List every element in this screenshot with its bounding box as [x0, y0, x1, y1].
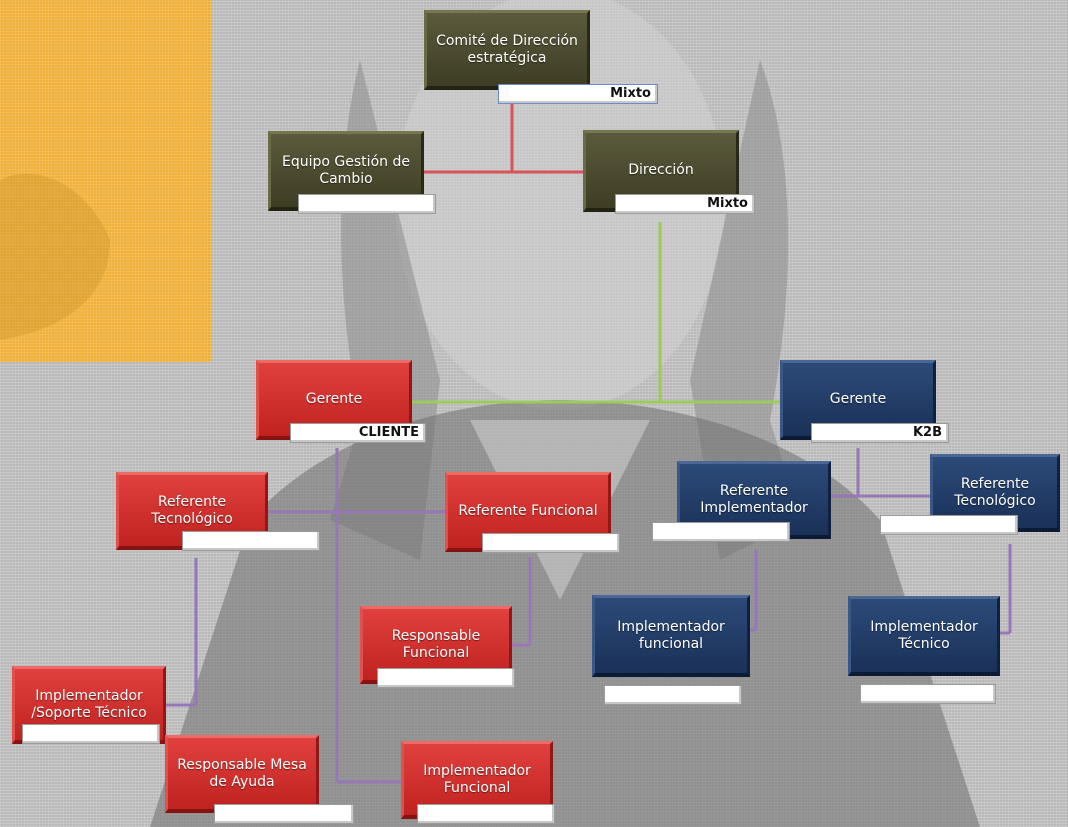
tag-direccion: Mixto [615, 194, 755, 214]
node-implementador-funcional-k2b: Implementador funcional [592, 595, 750, 677]
node-label: Gerente [829, 391, 887, 407]
node-label: Referente Tecnológico [954, 475, 1036, 509]
tag-impl-soporte [22, 724, 160, 744]
node-comite-direccion: Comité de Dirección estratégica [424, 10, 590, 90]
node-label: Equipo Gestión de Cambio [282, 153, 410, 187]
tag-resp-mesa [214, 804, 354, 824]
tag-ref-impl-k2b [652, 522, 790, 542]
node-label: Implementador Funcional [423, 762, 531, 796]
node-label: Gerente [305, 391, 363, 407]
tag-impl-func-cliente [417, 804, 555, 824]
node-responsable-mesa-ayuda: Responsable Mesa de Ayuda [165, 735, 319, 813]
tag-equipo-gestion [298, 194, 436, 214]
tag-comite: Mixto [498, 84, 658, 104]
node-label: Comité de Dirección estratégica [436, 32, 578, 66]
tag-impl-tec-k2b [860, 684, 996, 704]
node-label: Implementador funcional [617, 618, 725, 652]
orange-accent-panel [0, 0, 211, 362]
tag-impl-func-k2b [604, 685, 742, 705]
tag-gerente-k2b: K2B [811, 423, 949, 443]
node-implementador-tecnico-k2b: Implementador Técnico [848, 596, 1000, 676]
node-label: Dirección [628, 162, 694, 178]
node-label: Responsable Mesa de Ayuda [177, 756, 307, 790]
node-label: Responsable Funcional [391, 627, 481, 661]
node-label: Referente Tecnológico [151, 493, 233, 527]
tag-ref-tec-cliente [182, 531, 320, 551]
node-label: Referente Funcional [458, 503, 598, 519]
node-label: Referente Implementador [700, 482, 808, 516]
tag-gerente-cliente: CLIENTE [290, 423, 426, 443]
node-label: Implementador /Soporte Técnico [31, 687, 147, 721]
tag-ref-tec-k2b [880, 515, 1018, 535]
node-label: Implementador Técnico [870, 618, 978, 652]
tag-resp-funcional [377, 668, 515, 688]
tag-ref-func-cliente [482, 533, 620, 553]
